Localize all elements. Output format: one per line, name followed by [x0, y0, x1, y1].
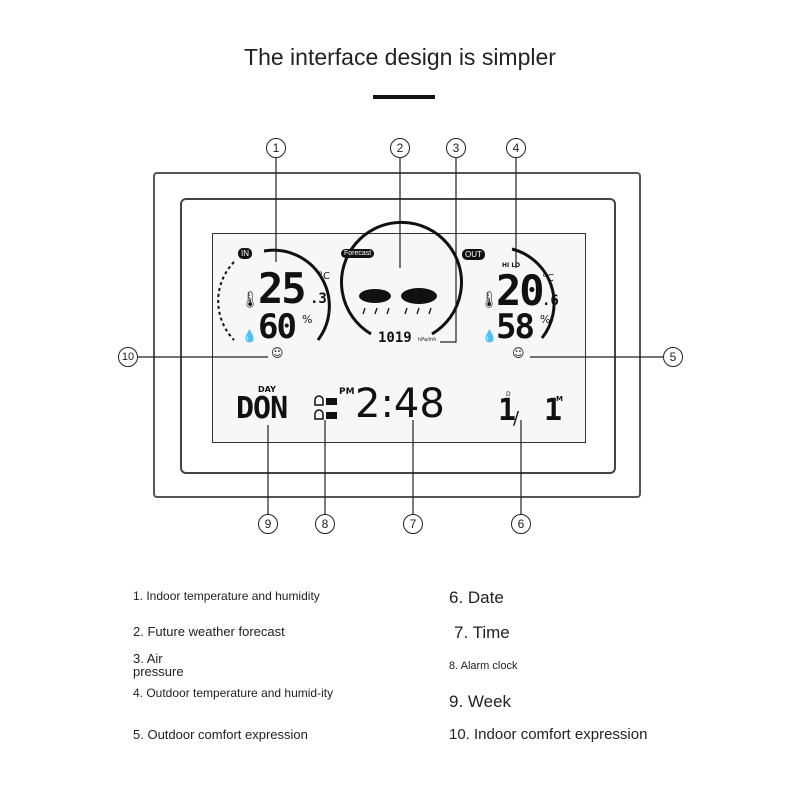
callout-2: 2 [390, 138, 410, 158]
legend-item-1: 1. Indoor temperature and humidity [133, 589, 320, 603]
outdoor-celsius: °C [542, 273, 554, 284]
hi-lo-label: HI LO [502, 262, 521, 269]
indoor-thermometer-icon: 🌡 [240, 290, 261, 309]
indoor-droplet-icon: 💧 [242, 329, 257, 343]
legend-item-4: 4. Outdoor temperature and humid-ity [133, 686, 334, 700]
day-of-week: DON [236, 391, 288, 426]
lcd-screen [212, 233, 586, 443]
legend-item-7: 7. Time [454, 623, 510, 642]
legend-item-10: 10. Indoor comfort expression [449, 726, 648, 743]
outdoor-thermometer-icon: 🌡 [479, 290, 500, 309]
indoor-comfort-icon: ☺ [271, 346, 284, 360]
alarm-icon [312, 395, 338, 428]
callout-6: 6 [511, 514, 531, 534]
outdoor-temperature-decimal: .6 [542, 293, 559, 309]
pressure-value: 1019 [378, 330, 412, 346]
indoor-temperature-decimal: .3 [310, 291, 327, 307]
legend-item-6: 6. Date [449, 588, 504, 607]
clock-time: 2:48 [355, 381, 445, 427]
callout-5: 5 [663, 347, 683, 367]
callout-1: 1 [266, 138, 286, 158]
device-inner-frame [180, 198, 616, 474]
callout-9: 9 [258, 514, 278, 534]
indoor-tag: IN [238, 248, 252, 259]
callout-10: 10 [118, 347, 138, 367]
rain-cloud-icon [355, 284, 445, 329]
indoor-celsius: °C [318, 271, 330, 282]
date-day: 1 [498, 393, 517, 428]
indoor-humidity: 60 [258, 307, 297, 347]
callout-3: 3 [446, 138, 466, 158]
callout-7: 7 [403, 514, 423, 534]
device-outer-frame [153, 172, 641, 498]
day-label: DAY [258, 385, 276, 394]
page-title: The interface design is simpler [244, 44, 556, 70]
date-month: 1 [544, 393, 563, 428]
outdoor-droplet-icon: 💧 [482, 329, 497, 343]
pressure-unit: hPa/inh [418, 337, 437, 343]
title-underline [373, 95, 435, 99]
forecast-tag: Forecast [341, 249, 375, 258]
outdoor-tag: OUT [462, 249, 485, 260]
legend-item-8: 8. Alarm clock [449, 660, 518, 672]
outdoor-comfort-icon: ☺ [512, 346, 525, 360]
indoor-percent: % [302, 313, 313, 326]
date-day-label: D [506, 391, 511, 398]
indoor-temperature: 25 [258, 264, 307, 313]
outdoor-temperature: 20 [496, 266, 545, 315]
legend-item-9: 9. Week [449, 692, 512, 711]
callout-4: 4 [506, 138, 526, 158]
outdoor-percent: % [540, 313, 551, 326]
outdoor-humidity: 58 [496, 307, 535, 347]
date-separator: / [513, 408, 520, 429]
legend-item-2: 2. Future weather forecast [133, 624, 285, 639]
legend-item-3: 3. Air pressure [133, 651, 184, 679]
pm-indicator: PM [339, 387, 355, 397]
callout-8: 8 [315, 514, 335, 534]
date-month-label: M [556, 395, 563, 403]
legend-item-5: 5. Outdoor comfort expression [133, 727, 308, 742]
